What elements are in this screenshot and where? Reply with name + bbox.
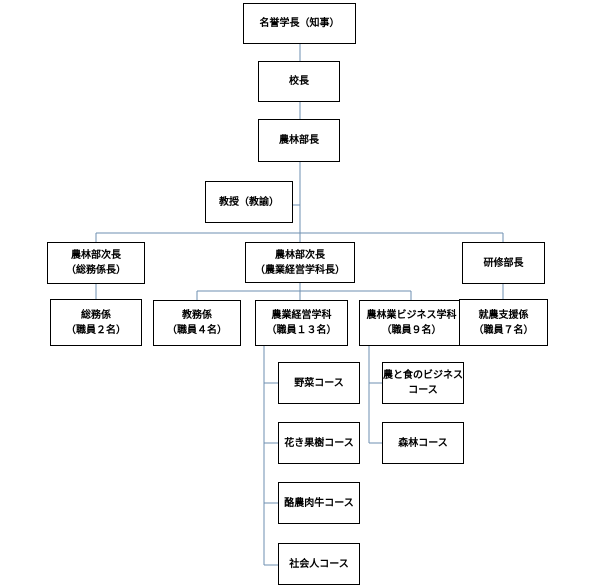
course-agri-food-business-line1: 農と食のビジネス [383, 370, 463, 381]
principal-label: 校長 [289, 76, 309, 87]
course-flowers-fruit-label: 花き果樹コース [284, 437, 354, 449]
course-dairy-beef-label: 酪農肉牛コース [284, 497, 354, 509]
honorary-principal-label: 名誉学長（知事） [259, 18, 340, 29]
general-affairs-box: 総務係 （職員２名） [50, 299, 142, 346]
professor-label: 教授（教諭） [219, 196, 279, 208]
farming-support-staff: （職員７名） [473, 324, 534, 336]
training-director-box: 研修部長 [462, 242, 545, 284]
agri-management-dept-staff: （職員１３名） [266, 325, 337, 336]
agri-business-dept-box: 農林業ビジネス学科 （職員９名） [359, 300, 464, 346]
farming-support-box: 就農支援係 （職員７名） [459, 299, 548, 346]
director-label: 農林部長 [279, 135, 319, 146]
academic-affairs-box: 教務係 （職員４名） [153, 300, 241, 346]
agri-business-dept-title: 農林業ビジネス学科 [366, 310, 457, 321]
director-box: 農林部長 [258, 119, 340, 162]
course-adult-box: 社会人コース [278, 543, 360, 585]
academic-affairs-title: 教務係 [182, 310, 212, 321]
general-affairs-title: 総務係 [81, 309, 111, 321]
agri-management-dept-box: 農業経営学科 （職員１３名） [255, 300, 348, 346]
course-agri-food-business-line2: コース [408, 385, 438, 396]
deputy-left-title: 農林部次長 [71, 250, 121, 261]
training-director-label: 研修部長 [483, 257, 524, 269]
deputy-center-role: （農業経営学科長） [255, 264, 345, 276]
course-forestry-label: 森林コース [398, 437, 448, 449]
course-vegetables-box: 野菜コース [278, 362, 360, 404]
honorary-principal-box: 名誉学長（知事） [243, 3, 356, 44]
professor-box: 教授（教諭） [205, 181, 293, 223]
course-dairy-beef-box: 酪農肉牛コース [278, 482, 360, 524]
deputy-left-role: （総務係長） [66, 265, 126, 276]
course-adult-label: 社会人コース [289, 558, 349, 570]
agri-business-dept-staff: （職員９名） [381, 325, 442, 336]
course-forestry-box: 森林コース [382, 422, 464, 464]
farming-support-title: 就農支援係 [478, 309, 529, 321]
deputy-left-box: 農林部次長 （総務係長） [47, 242, 145, 284]
course-agri-food-business-box: 農と食のビジネス コース [382, 362, 464, 404]
academic-affairs-staff: （職員４名） [167, 325, 227, 336]
deputy-center-box: 農林部次長 （農業経営学科長） [245, 242, 355, 283]
agri-management-dept-title: 農業経営学科 [271, 310, 332, 321]
deputy-center-title: 農林部次長 [275, 249, 325, 261]
course-vegetables-label: 野菜コース [294, 377, 344, 389]
course-flowers-fruit-box: 花き果樹コース [278, 422, 360, 464]
general-affairs-staff: （職員２名） [66, 324, 126, 336]
principal-box: 校長 [258, 61, 340, 102]
